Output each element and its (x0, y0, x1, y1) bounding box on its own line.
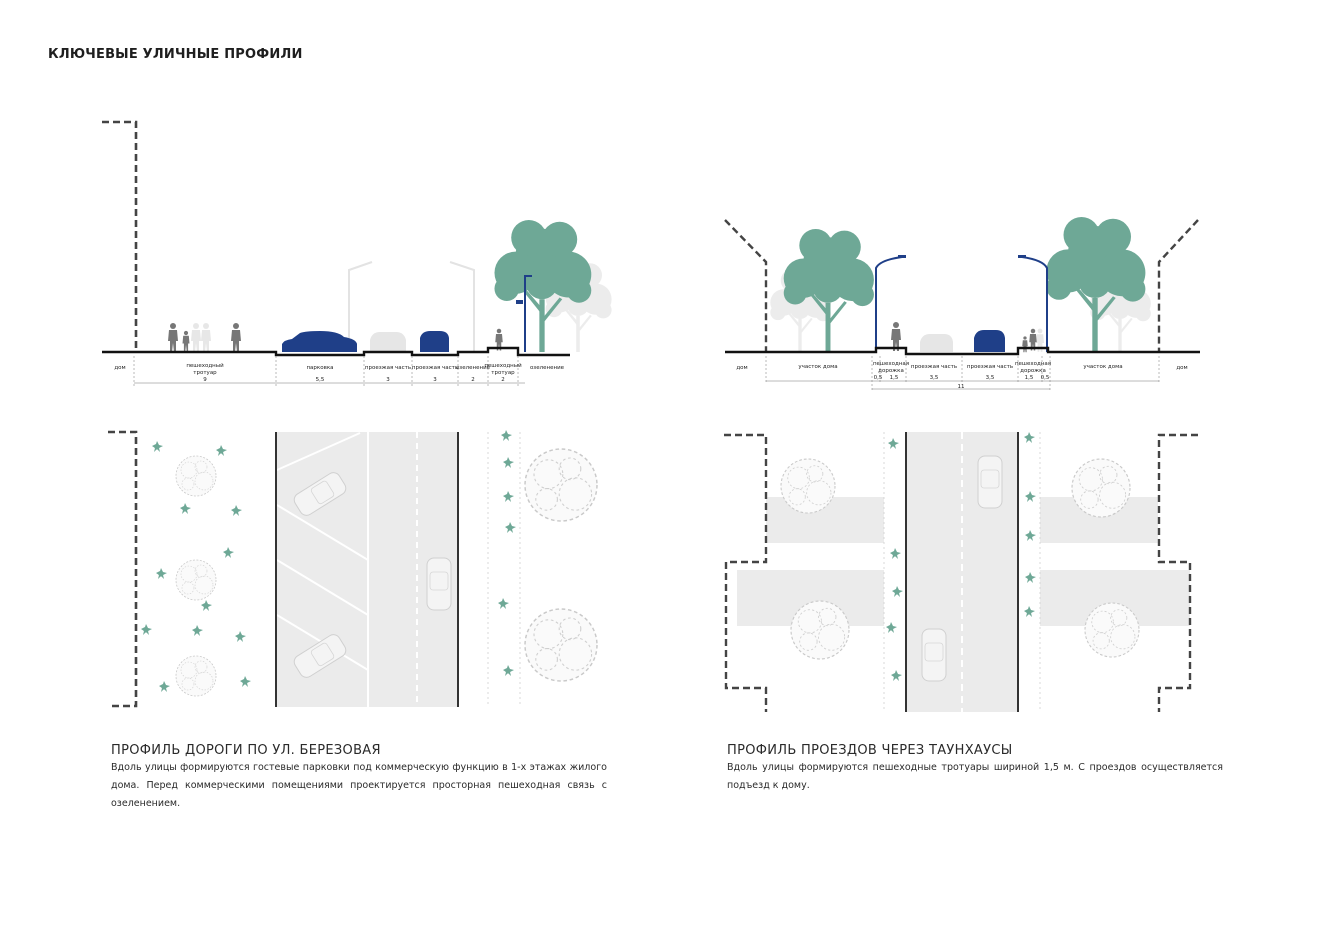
width-parking: 5,5 (316, 377, 325, 383)
zone-label-roadway-1: проезжая часть (365, 365, 411, 371)
parking-stall-lines (276, 432, 418, 707)
ghost-lamp (449, 261, 475, 352)
tree-plan (524, 608, 598, 682)
zone-label-house-right: дом (1176, 365, 1187, 371)
width-6: 0,5 (1041, 375, 1050, 381)
tree-plan (1084, 602, 1140, 658)
lamp-head (898, 255, 906, 258)
pedestrians (891, 322, 1037, 353)
zone-label-sidewalk: пешеходный (186, 362, 224, 369)
right-section-elevation: дом участок дома пешеходная дорожка прое… (724, 217, 1200, 392)
width-roadway-2: 3 (433, 377, 437, 383)
dimension-line (133, 356, 525, 386)
street-tree-right (1046, 217, 1146, 352)
tree-plan (175, 559, 217, 601)
zone-label-path-right: пешеходная (1015, 361, 1051, 367)
tree-plan (1071, 458, 1131, 518)
right-street-plan (724, 432, 1198, 712)
ground-line (102, 346, 570, 357)
street-lamp-left (875, 256, 903, 352)
width-2: 1,5 (890, 375, 899, 381)
ghost-lamp (348, 261, 373, 352)
street-lamp (524, 275, 532, 352)
zone-label-path-left: пешеходная (873, 361, 909, 367)
zone-label-house-left: дом (736, 365, 747, 371)
zone-label-roadway-2: проезжая часть (412, 365, 458, 371)
zone-label-green-1: озеленение (456, 365, 491, 371)
moving-car-plan (426, 557, 452, 611)
moving-car (974, 330, 1005, 352)
dimension-line (765, 356, 1160, 392)
zone-label-path-right-2: дорожка (1020, 368, 1046, 374)
width-sidewalk: 9 (203, 377, 207, 383)
width-total: 11 (958, 384, 965, 390)
ghost-people (191, 323, 211, 352)
width-5: 1,5 (1025, 375, 1034, 381)
building-outline-plan-left (724, 433, 768, 712)
zone-label-plot-left: участок дома (798, 364, 837, 370)
zone-label-sidewalk2: пешеходный (484, 362, 522, 369)
building-outline-plan (108, 430, 138, 708)
building-outline-right (1157, 219, 1199, 352)
building-outline-left (724, 219, 768, 352)
zone-label-roadway-2: проезжая часть (967, 364, 1013, 370)
building-outline-plan-right (1157, 433, 1198, 712)
left-caption-text: Вдоль улицы формируются гостевые парковк… (111, 762, 607, 809)
tree-plan (780, 458, 836, 514)
right-caption-title: ПРОФИЛЬ ПРОЕЗДОВ ЧЕРЕЗ ТАУНХАУСЫ (727, 743, 1013, 758)
width-3: 3,5 (930, 375, 939, 381)
right-caption-text: Вдоль улицы формируются пешеходные троту… (727, 762, 1223, 791)
street-sign (516, 300, 523, 304)
width-roadway-1: 3 (386, 377, 390, 383)
tree-plan (175, 655, 217, 697)
left-street-plan (108, 430, 598, 708)
left-caption-title: ПРОФИЛЬ ДОРОГИ ПО УЛ. БЕРЕЗОВАЯ (111, 743, 381, 758)
car-plan (977, 455, 1003, 509)
zone-label-green-2: озеленение (530, 365, 565, 371)
zone-label-roadway-1: проезжая часть (911, 364, 957, 370)
ghost-car (920, 334, 953, 352)
street-tree-left (783, 229, 874, 352)
zone-label-plot-right: участок дома (1083, 364, 1122, 370)
ground-line (725, 346, 1200, 356)
car-plan (921, 628, 947, 682)
width-1: 0,5 (874, 375, 883, 381)
zone-label-house: дом (114, 365, 125, 371)
moving-car (420, 331, 449, 352)
lamp-head (1018, 255, 1026, 258)
zone-label-sidewalk2-2: тротуар (491, 370, 515, 376)
width-green-1: 2 (471, 377, 475, 383)
zone-label-parking: парковка (306, 365, 333, 371)
zone-label-path-left-2: дорожка (878, 368, 904, 374)
tree-plan (175, 455, 217, 497)
street-lamp-right (1021, 256, 1048, 352)
width-sidewalk2: 2 (501, 377, 505, 383)
zone-label-sidewalk-2: тротуар (193, 370, 217, 376)
left-section-elevation: дом пешеходный тротуар 9 парковка 5,5 пр… (102, 120, 612, 386)
width-4: 3,5 (986, 375, 995, 381)
parked-car (282, 331, 357, 352)
page-title: КЛЮЧЕВЫЕ УЛИЧНЫЕ ПРОФИЛИ (48, 47, 303, 62)
tree-plan (790, 600, 850, 660)
ghost-car (370, 332, 406, 352)
tree-plan (524, 448, 598, 522)
building-outline-left (102, 120, 138, 352)
